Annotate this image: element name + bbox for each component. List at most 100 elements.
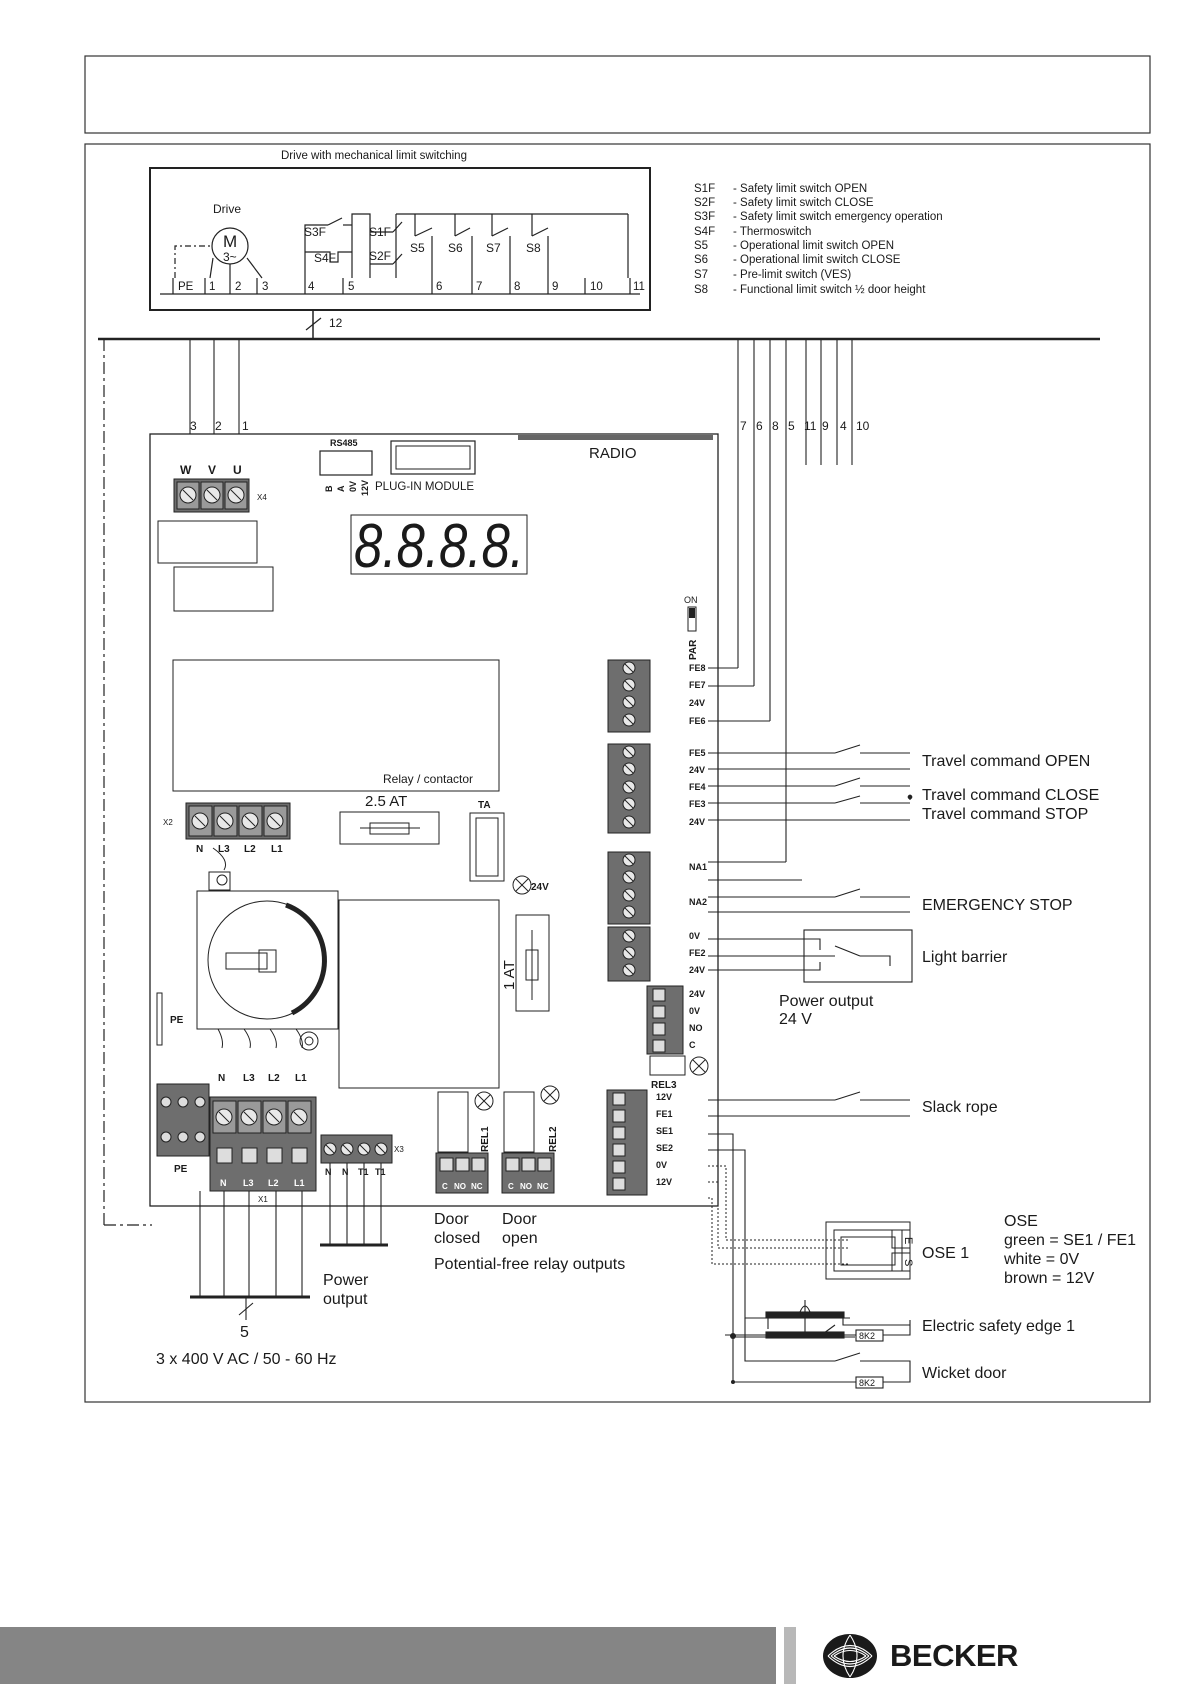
brand-name: BECKER [890, 1638, 1018, 1673]
ose-e-label: E [902, 1237, 914, 1244]
svg-text:0V: 0V [689, 931, 700, 941]
svg-text:4: 4 [840, 419, 847, 433]
ose-legend-0: OSE [1004, 1213, 1038, 1230]
rs485-label: RS485 [330, 438, 358, 448]
main-switch-leads [217, 1028, 303, 1049]
svg-text:6: 6 [436, 281, 442, 293]
par-label: PAR [688, 639, 699, 660]
svg-text:9: 9 [552, 281, 558, 293]
diagram-frame [84, 143, 1151, 1403]
radio-antenna [518, 435, 713, 440]
svg-text:- Safety limit switch emergenc: - Safety limit switch emergency operatio… [733, 211, 943, 223]
supply-label: 3 x 400 V AC / 50 - 60 Hz [156, 1351, 337, 1368]
svg-text:N: N [220, 1178, 227, 1188]
rel2-terminal [501, 1152, 555, 1194]
svg-text:T1: T1 [358, 1167, 369, 1177]
x3-label: X3 [394, 1145, 404, 1154]
display-digits: 8.8.8.8. [354, 512, 524, 581]
lamp-24v-icon [512, 875, 532, 895]
svg-text:PE: PE [178, 281, 194, 293]
svg-text:L3: L3 [243, 1073, 255, 1084]
travel-open-label: Travel command OPEN [922, 753, 1090, 770]
power-output-24v-line2: 24 V [779, 1011, 812, 1028]
svg-text:S3F: S3F [694, 211, 715, 223]
svg-text:S1F: S1F [369, 225, 391, 239]
svg-text:3: 3 [190, 419, 197, 433]
svg-text:12V: 12V [656, 1092, 672, 1102]
svg-text:8: 8 [772, 419, 779, 433]
emergency-stop-label: EMERGENCY STOP [922, 897, 1073, 914]
svg-text:12V: 12V [656, 1177, 672, 1187]
svg-text:- Functional limit switch ½ do: - Functional limit switch ½ door height [733, 284, 926, 296]
svg-text:C: C [508, 1182, 514, 1191]
group3-pins: NA1 NA2 [689, 862, 707, 907]
rel2-lamp-icon [540, 1085, 560, 1105]
svg-text:10: 10 [856, 419, 870, 433]
svg-text:FE8: FE8 [689, 663, 706, 673]
group6-pins: 12V FE1 SE1 SE2 0V 12V [656, 1092, 673, 1187]
svg-text:S4F: S4F [694, 226, 715, 238]
svg-text:- Safety limit switch CLOSE: - Safety limit switch CLOSE [733, 197, 874, 209]
svg-text:SE2: SE2 [656, 1143, 673, 1153]
svg-text:- Safety limit switch OPEN: - Safety limit switch OPEN [733, 183, 867, 195]
supply-number: 5 [240, 1324, 249, 1341]
blank-box-2 [173, 566, 274, 612]
ose-s-label: S [902, 1259, 914, 1266]
svg-text:2: 2 [235, 281, 241, 293]
rel1-terminal [435, 1152, 489, 1194]
svg-text:11: 11 [633, 281, 645, 293]
travel-close-label: Travel command CLOSE [922, 787, 1099, 804]
svg-text:- Operational limit switch CLO: - Operational limit switch CLOSE [733, 254, 901, 266]
svg-text:S1F: S1F [694, 183, 715, 195]
rel3-relay [649, 1055, 686, 1076]
svg-text:A: A [336, 485, 346, 492]
rel2-relay [503, 1091, 535, 1153]
svg-text:FE4: FE4 [689, 782, 706, 792]
group2-pins: FE5 24V FE4 FE3 24V [689, 748, 706, 827]
svg-text:FE1: FE1 [656, 1109, 673, 1119]
svg-text:3: 3 [262, 281, 268, 293]
svg-text:24V: 24V [689, 698, 705, 708]
door-closed-line1: Door [434, 1211, 469, 1228]
svg-text:10: 10 [590, 281, 603, 293]
rel3-lamp-icon [689, 1056, 709, 1076]
svg-text:L1: L1 [294, 1178, 305, 1188]
terminal-group-1 [607, 659, 651, 733]
motor-symbol: M [223, 232, 237, 251]
svg-text:L2: L2 [244, 844, 256, 855]
svg-text:NA1: NA1 [689, 862, 707, 872]
svg-text:L2: L2 [268, 1178, 279, 1188]
x4-pins: W V U [180, 463, 242, 477]
svg-text:24V: 24V [689, 965, 705, 975]
svg-text:S3F: S3F [304, 225, 326, 239]
svg-text:W: W [180, 463, 192, 477]
svg-text:1: 1 [209, 281, 215, 293]
svg-text:L3: L3 [243, 1178, 254, 1188]
svg-text:5: 5 [788, 419, 795, 433]
x2-terminal [185, 802, 291, 840]
ta-label: TA [478, 800, 491, 811]
rel1-lamp-icon [474, 1091, 494, 1111]
svg-text:7: 7 [740, 419, 747, 433]
main-cable [98, 310, 1100, 1226]
svg-text:FE2: FE2 [689, 948, 706, 958]
resistor-8k2-b: 8K2 [859, 1378, 875, 1388]
door-open-line2: open [502, 1230, 538, 1247]
plugin-label: PLUG-IN MODULE [375, 481, 474, 493]
svg-text:8: 8 [514, 281, 520, 293]
svg-text:S5: S5 [410, 241, 425, 255]
svg-text:NO: NO [689, 1023, 703, 1033]
x1-pins: N L3 L2 L1 [220, 1178, 305, 1188]
fuse-1at-label: 1 AT [501, 960, 518, 990]
ta-button [469, 812, 505, 882]
svg-text:NC: NC [537, 1182, 549, 1191]
drive-terminal-labels: PE 1 2 3 4 5 6 7 8 9 10 11 [178, 281, 645, 293]
svg-text:12V: 12V [360, 480, 370, 496]
on-label: ON [684, 595, 698, 605]
drive-box-title: Drive with mechanical limit switching [281, 150, 467, 162]
svg-text:N: N [342, 1167, 349, 1177]
svg-text:5: 5 [348, 281, 354, 293]
pe-left-clip [156, 992, 163, 1046]
svg-text:7: 7 [476, 281, 482, 293]
